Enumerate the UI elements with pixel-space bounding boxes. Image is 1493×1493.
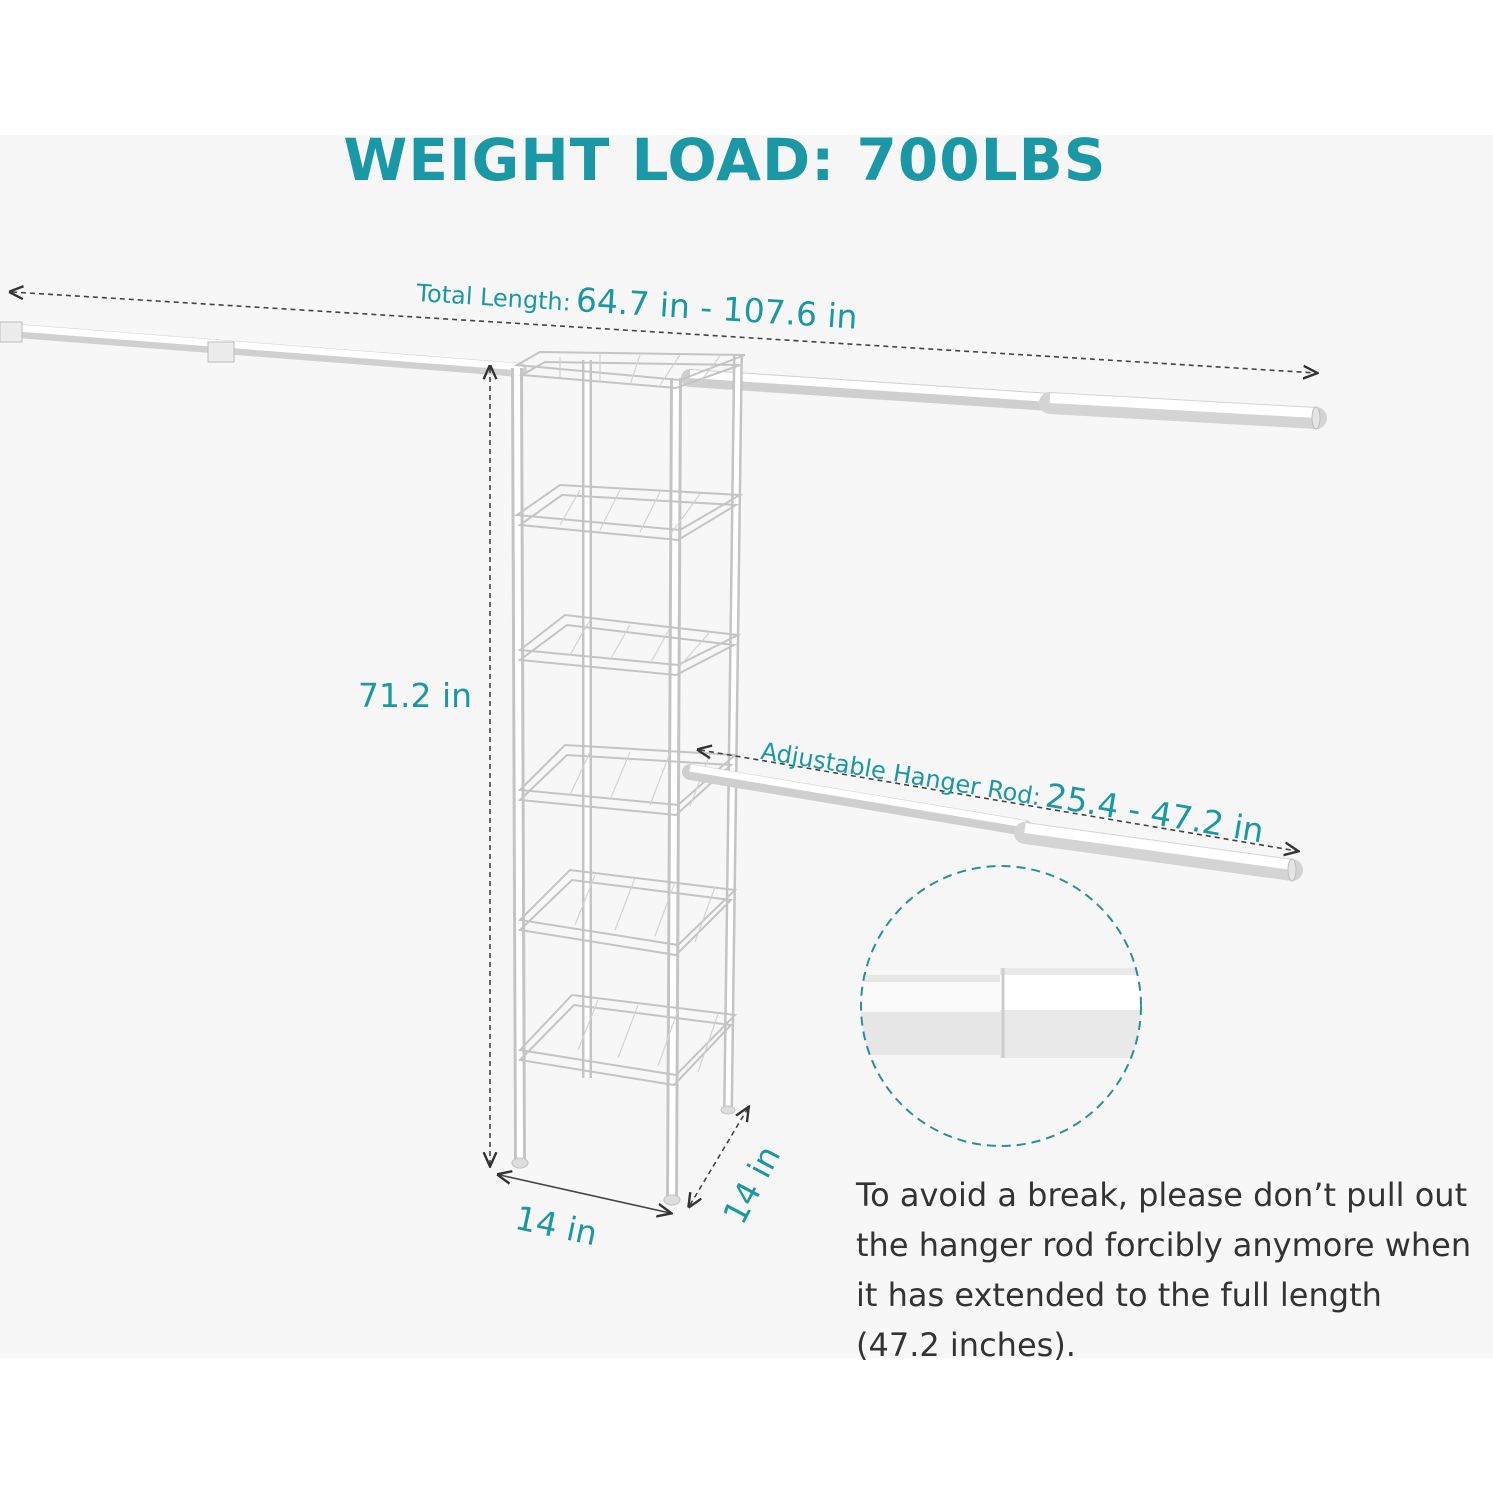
total-length-dimension-line <box>12 292 1316 373</box>
top-hanger-rod <box>0 321 1327 430</box>
wire-shelving-tower <box>511 350 746 1206</box>
hanger-rod-dimension-line <box>700 750 1297 851</box>
note-line: it has extended to the full length <box>856 1276 1382 1314</box>
depth-dimension-line <box>690 1108 748 1205</box>
note-line: the hanger rod forcibly anymore when <box>856 1226 1472 1264</box>
warning-note: To avoid a break, please don’t pull out … <box>856 1170 1493 1370</box>
detail-zoom-circle <box>860 865 1142 1147</box>
page-title: WEIGHT LOAD: 700LBS <box>343 126 1107 194</box>
width-dimension-line <box>500 1175 670 1213</box>
height-label: 71.2 in <box>358 676 473 715</box>
note-line: To avoid a break, please don’t pull out <box>856 1176 1468 1214</box>
note-line: (47.2 inches). <box>856 1326 1076 1364</box>
